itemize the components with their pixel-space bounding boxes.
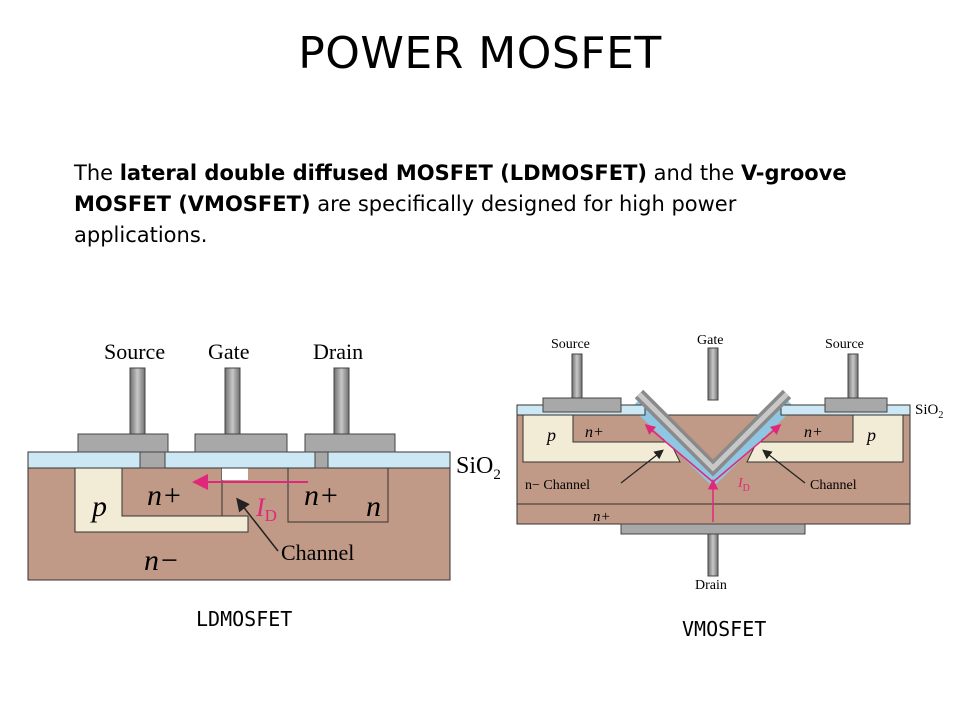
ld-channel-gap (222, 468, 248, 480)
ld-n-label: n (366, 490, 381, 523)
ld-n-drift (287, 468, 389, 523)
ld-gate-pad (194, 433, 288, 453)
ld-channel-label: Channel (281, 540, 354, 565)
ldmosfet-caption: LDMOSFET (196, 607, 293, 631)
vm-drain-terminal (707, 533, 719, 577)
ld-source-plug (139, 451, 166, 469)
slide-title: POWER MOSFET (298, 28, 662, 79)
intro-text-1: The (74, 161, 120, 185)
vmosfet-caption: VMOSFET (682, 617, 767, 641)
intro-term-ldmosfet: lateral double diffused MOSFET (LDMOSFET… (119, 161, 647, 185)
ld-p-label: p (90, 490, 107, 523)
vm-p-right-label: p (865, 425, 876, 445)
vm-current-left (644, 424, 714, 483)
ld-source-terminal (129, 367, 146, 435)
ld-drain-pad (304, 433, 396, 453)
intro-paragraph: The lateral double diffused MOSFET (LDMO… (74, 158, 874, 251)
vm-gate-terminal (707, 347, 719, 401)
ld-source-label: Source (104, 339, 165, 364)
intro-text-2: and the (647, 161, 741, 185)
vm-p-left-label: p (545, 425, 556, 445)
ld-nplus-right-label: n+ (304, 479, 339, 512)
ld-drain-label: Drain (313, 339, 363, 364)
ld-drain-terminal (333, 367, 350, 435)
vm-channel-pointer-right (762, 449, 806, 484)
ld-channel-pointer (236, 497, 279, 552)
vm-id-label: ID (737, 476, 750, 494)
intro-term-vmosfet: V-groove MOSFET (VMOSFET) (74, 161, 847, 216)
vmosfet-diagram: Source Gate Source SiO2 p n+ n+ p n− Cha… (516, 333, 943, 593)
ld-oxide-left (27, 451, 141, 469)
ld-gate-terminal (224, 367, 241, 435)
vm-source-terminal-left (571, 353, 583, 399)
intro-text-3: are specifically designed for high power… (74, 192, 737, 247)
ld-gate-label: Gate (208, 339, 250, 364)
vm-source-terminal-right (847, 353, 859, 399)
vm-nplus-right-label: n+ (804, 424, 823, 441)
ld-drain-plug (314, 451, 329, 469)
ld-nplus-left-label: n+ (147, 479, 182, 512)
vm-source-left-label: Source (551, 337, 590, 352)
vm-source-pad-left (542, 397, 622, 413)
ldmosfet-diagram: Source Gate Drain SiO2 p n+ ID n+ n n− C… (27, 339, 501, 581)
ld-sio2-label: SiO2 (456, 453, 501, 483)
vm-gate-metal-hi (637, 392, 789, 472)
ld-nminus-label: n− (144, 544, 179, 577)
ld-oxide-right (327, 451, 451, 469)
vm-sio2-label: SiO2 (915, 402, 943, 421)
vm-drain-pad (620, 523, 806, 535)
ld-source-pad (77, 433, 169, 453)
ld-oxide-mid (164, 451, 316, 469)
vm-current-right (712, 424, 782, 483)
ld-id-label: ID (255, 493, 277, 525)
vm-nplus-left-label: n+ (585, 424, 604, 441)
vm-nplus-bottom-label: n+ (593, 509, 611, 525)
vm-channel-pointer-left (620, 449, 664, 484)
vm-gate-label: Gate (697, 333, 723, 348)
vm-source-pad-right (824, 397, 888, 413)
vm-drain-label: Drain (695, 578, 727, 593)
vm-channel-right-label: Channel (810, 478, 857, 493)
vm-nminus-channel-label: n− Channel (525, 478, 590, 493)
vm-source-right-label: Source (825, 337, 864, 352)
